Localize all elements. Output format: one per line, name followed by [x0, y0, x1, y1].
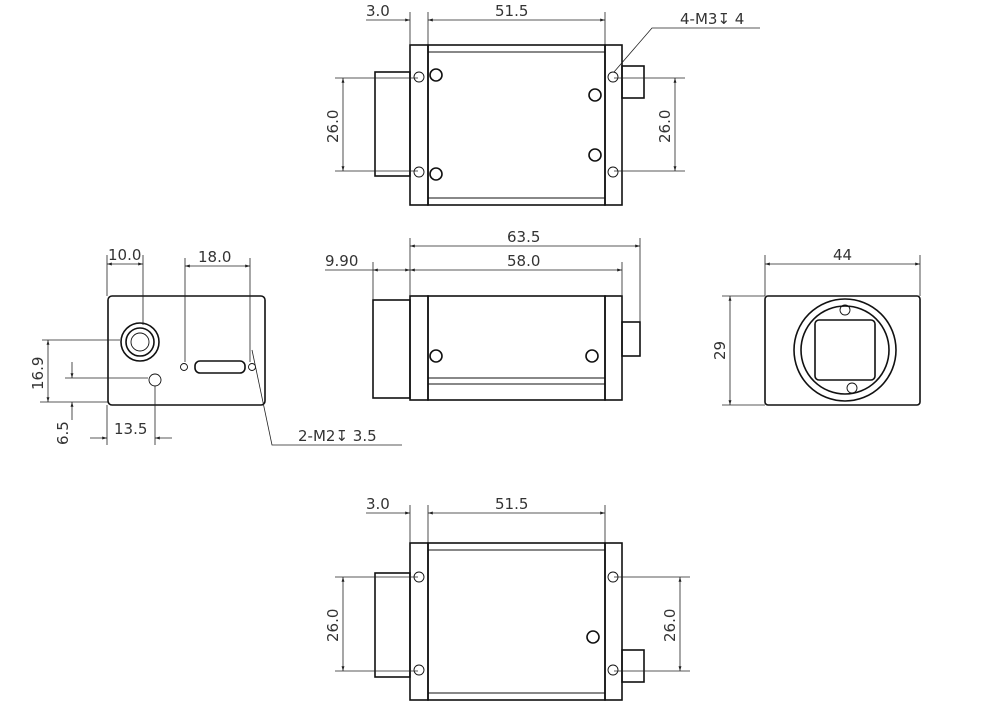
dim-label: 26.0	[656, 110, 674, 143]
callout-label: 2-M2↧ 3.5	[298, 427, 377, 445]
dim-label: 10.0	[108, 246, 141, 264]
dim-label: 51.5	[495, 2, 528, 20]
bottom-view: 3.0 51.5 26.0 26.0	[324, 495, 690, 701]
dim-label: 26.0	[324, 110, 342, 143]
side-view: 63.5 58.0 9.90	[325, 228, 641, 401]
back-view: 10.0 18.0 16.9 6.5 13.5 2-M2↧ 3.5	[29, 246, 402, 446]
dim-label: 16.9	[29, 357, 47, 390]
dim-label: 9.90	[325, 252, 358, 270]
dim-label: 58.0	[507, 252, 540, 270]
dim-label: 51.5	[495, 495, 528, 513]
dim-label: 44	[833, 246, 852, 264]
dim-label: 3.0	[366, 2, 390, 20]
dim-label: 6.5	[54, 421, 72, 445]
dim-label: 29	[711, 341, 729, 360]
callout-label: 4-M3↧ 4	[680, 10, 744, 28]
front-view: 44 29	[711, 246, 921, 406]
dim-label: 26.0	[324, 609, 342, 642]
dim-label: 13.5	[114, 420, 147, 438]
dim-label: 26.0	[661, 609, 679, 642]
top-view: 3.0 51.5 26.0 26.0 4-M3↧ 4	[324, 2, 760, 206]
dim-label: 18.0	[198, 248, 231, 266]
dim-label: 63.5	[507, 228, 540, 246]
dim-label: 3.0	[366, 495, 390, 513]
